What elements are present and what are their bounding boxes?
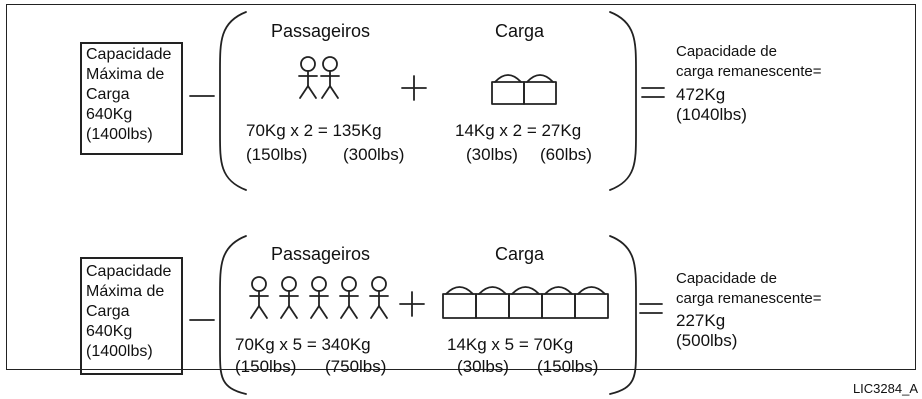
passengers-label-1: Passageiros bbox=[271, 21, 371, 41]
right-bracket-1 bbox=[609, 11, 637, 191]
cargo-label-1: Carga bbox=[495, 21, 545, 41]
capacity-line: Capacidade bbox=[86, 263, 172, 280]
plus-sign-2 bbox=[399, 291, 425, 317]
passenger-icon bbox=[279, 276, 299, 319]
result-lbs-1: (1040lbs) bbox=[676, 105, 747, 124]
result-kg-2: 227Kg bbox=[676, 311, 726, 330]
example-1-icons bbox=[298, 56, 557, 105]
cargo-kg-2: 14Kg x 5 = 70Kg bbox=[447, 335, 574, 354]
passengers-lbs-each-2: (150lbs) bbox=[235, 357, 297, 376]
cargo-crate-icon bbox=[475, 286, 510, 319]
cargo-label-2: Carga bbox=[495, 244, 545, 264]
passengers-lbs-total-2: (750lbs) bbox=[325, 357, 387, 376]
cargo-crate-icon bbox=[491, 74, 525, 105]
capacity-line: (1400lbs) bbox=[86, 343, 153, 360]
cargo-kg-1: 14Kg x 2 = 27Kg bbox=[455, 121, 582, 140]
cargo-lbs-each-1: (30lbs) bbox=[466, 145, 518, 164]
capacity-line: (1400lbs) bbox=[86, 126, 153, 143]
capacity-line: Máxima de bbox=[86, 66, 165, 83]
passengers-lbs-each-1: (150lbs) bbox=[246, 145, 308, 164]
result-line2-2: carga remanescente= bbox=[676, 290, 822, 307]
cargo-crate-icon bbox=[442, 286, 477, 319]
diagram-frame bbox=[6, 4, 916, 370]
result-lbs-2: (500lbs) bbox=[676, 331, 738, 350]
result-line1-2: Capacidade de bbox=[676, 270, 777, 287]
passenger-icon bbox=[298, 56, 318, 99]
passenger-icon bbox=[339, 276, 359, 319]
cargo-lbs-total-1: (60lbs) bbox=[540, 145, 592, 164]
result-kg-1: 472Kg bbox=[676, 85, 726, 104]
passengers-kg-1: 70Kg x 2 = 135Kg bbox=[246, 121, 382, 140]
right-bracket-2 bbox=[609, 235, 637, 395]
cargo-crate-icon bbox=[523, 74, 557, 105]
cargo-lbs-each-2: (30lbs) bbox=[457, 357, 509, 376]
left-bracket-1 bbox=[219, 11, 247, 191]
left-bracket-2 bbox=[219, 235, 247, 395]
capacity-box-2: Capacidade Máxima de Carga 640Kg (1400lb… bbox=[80, 257, 183, 375]
capacity-line: 640Kg bbox=[86, 323, 133, 340]
cargo-lbs-total-2: (150lbs) bbox=[537, 357, 599, 376]
cargo-crate-icon bbox=[574, 286, 609, 319]
capacity-line: Máxima de bbox=[86, 283, 165, 300]
figure-code: LIC3284_A bbox=[852, 381, 918, 396]
capacity-line: Carga bbox=[86, 86, 130, 103]
cargo-crate-icon bbox=[508, 286, 543, 319]
cargo-crate-icon bbox=[541, 286, 576, 319]
passengers-kg-2: 70Kg x 5 = 340Kg bbox=[235, 335, 371, 354]
example-2-icons bbox=[249, 276, 609, 319]
passengers-label-2: Passageiros bbox=[271, 244, 371, 264]
capacity-line: Capacidade bbox=[86, 46, 172, 63]
result-line2-1: carga remanescente= bbox=[676, 63, 822, 80]
capacity-line: 640Kg bbox=[86, 106, 133, 123]
equals-sign-2 bbox=[639, 303, 663, 314]
capacity-box-1: Capacidade Máxima de Carga 640Kg (1400lb… bbox=[80, 42, 183, 155]
equals-sign-1 bbox=[641, 87, 665, 98]
passenger-icon bbox=[309, 276, 329, 319]
passenger-icon bbox=[369, 276, 389, 319]
result-line1-1: Capacidade de bbox=[676, 43, 777, 60]
passenger-icon bbox=[249, 276, 269, 319]
plus-sign-1 bbox=[401, 75, 427, 101]
passenger-icon bbox=[320, 56, 340, 99]
passengers-lbs-total-1: (300lbs) bbox=[343, 145, 405, 164]
capacity-line: Carga bbox=[86, 303, 130, 320]
